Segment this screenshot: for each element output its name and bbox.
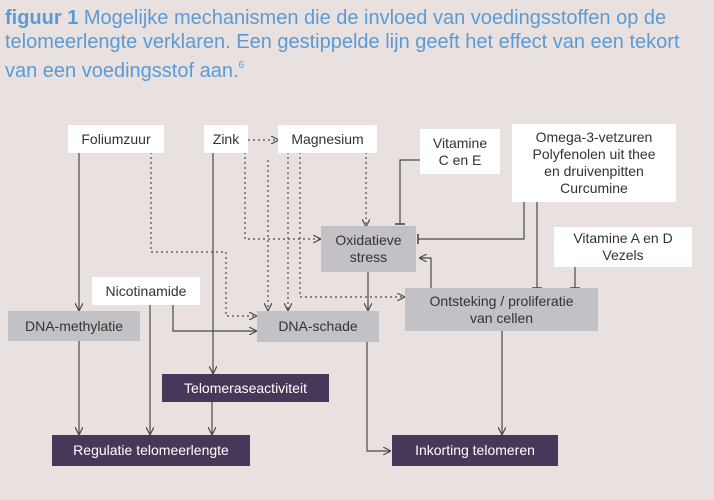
node-nicotinamide: Nicotinamide <box>92 277 200 305</box>
node-ontsteking: Ontsteking / proliferatie van cellen <box>405 288 598 331</box>
edge-dnaschade-inkorting <box>366 342 390 451</box>
node-dna-methylatie: DNA-methylatie <box>8 311 140 341</box>
node-vitamine-c-e: Vitamine C en E <box>420 129 500 174</box>
node-inkorting-telomeren: Inkorting telomeren <box>392 435 558 466</box>
node-regulatie-telomeerlengte: Regulatie telomeerlengte <box>52 435 250 466</box>
node-foliumzuur: Foliumzuur <box>68 125 164 153</box>
edge-omega3-oxstress <box>417 202 525 244</box>
caption-text: Mogelijke mechanismen die de invloed van… <box>5 7 680 82</box>
edge-nicotinamide-dnaschade <box>172 304 256 331</box>
edge-foliumzuur-dnaschade <box>150 152 256 316</box>
node-telomeraseactiviteit: Telomeraseactiviteit <box>162 374 329 402</box>
edge-magnesium-ontsteking <box>299 152 404 297</box>
caption-reference: 6 <box>238 60 245 71</box>
node-dna-schade: DNA-schade <box>257 311 379 342</box>
node-oxidatieve-stress: Oxidatieve stress <box>321 226 416 272</box>
node-vitamine-a-d: Vitamine A en D Vezels <box>554 227 692 267</box>
figure-label: figuur 1 <box>5 7 79 29</box>
edge-zink-oxstress <box>244 152 320 239</box>
figure-caption: figuur 1 Mogelijke mechanismen die de in… <box>5 6 705 83</box>
node-omega3: Omega-3-vetzuren Polyfenolen uit thee en… <box>512 124 676 202</box>
edge-ontsteking-oxstress <box>420 258 432 288</box>
node-zink: Zink <box>204 125 248 153</box>
node-magnesium: Magnesium <box>278 125 377 153</box>
edge-vitce-oxstress <box>395 159 420 225</box>
